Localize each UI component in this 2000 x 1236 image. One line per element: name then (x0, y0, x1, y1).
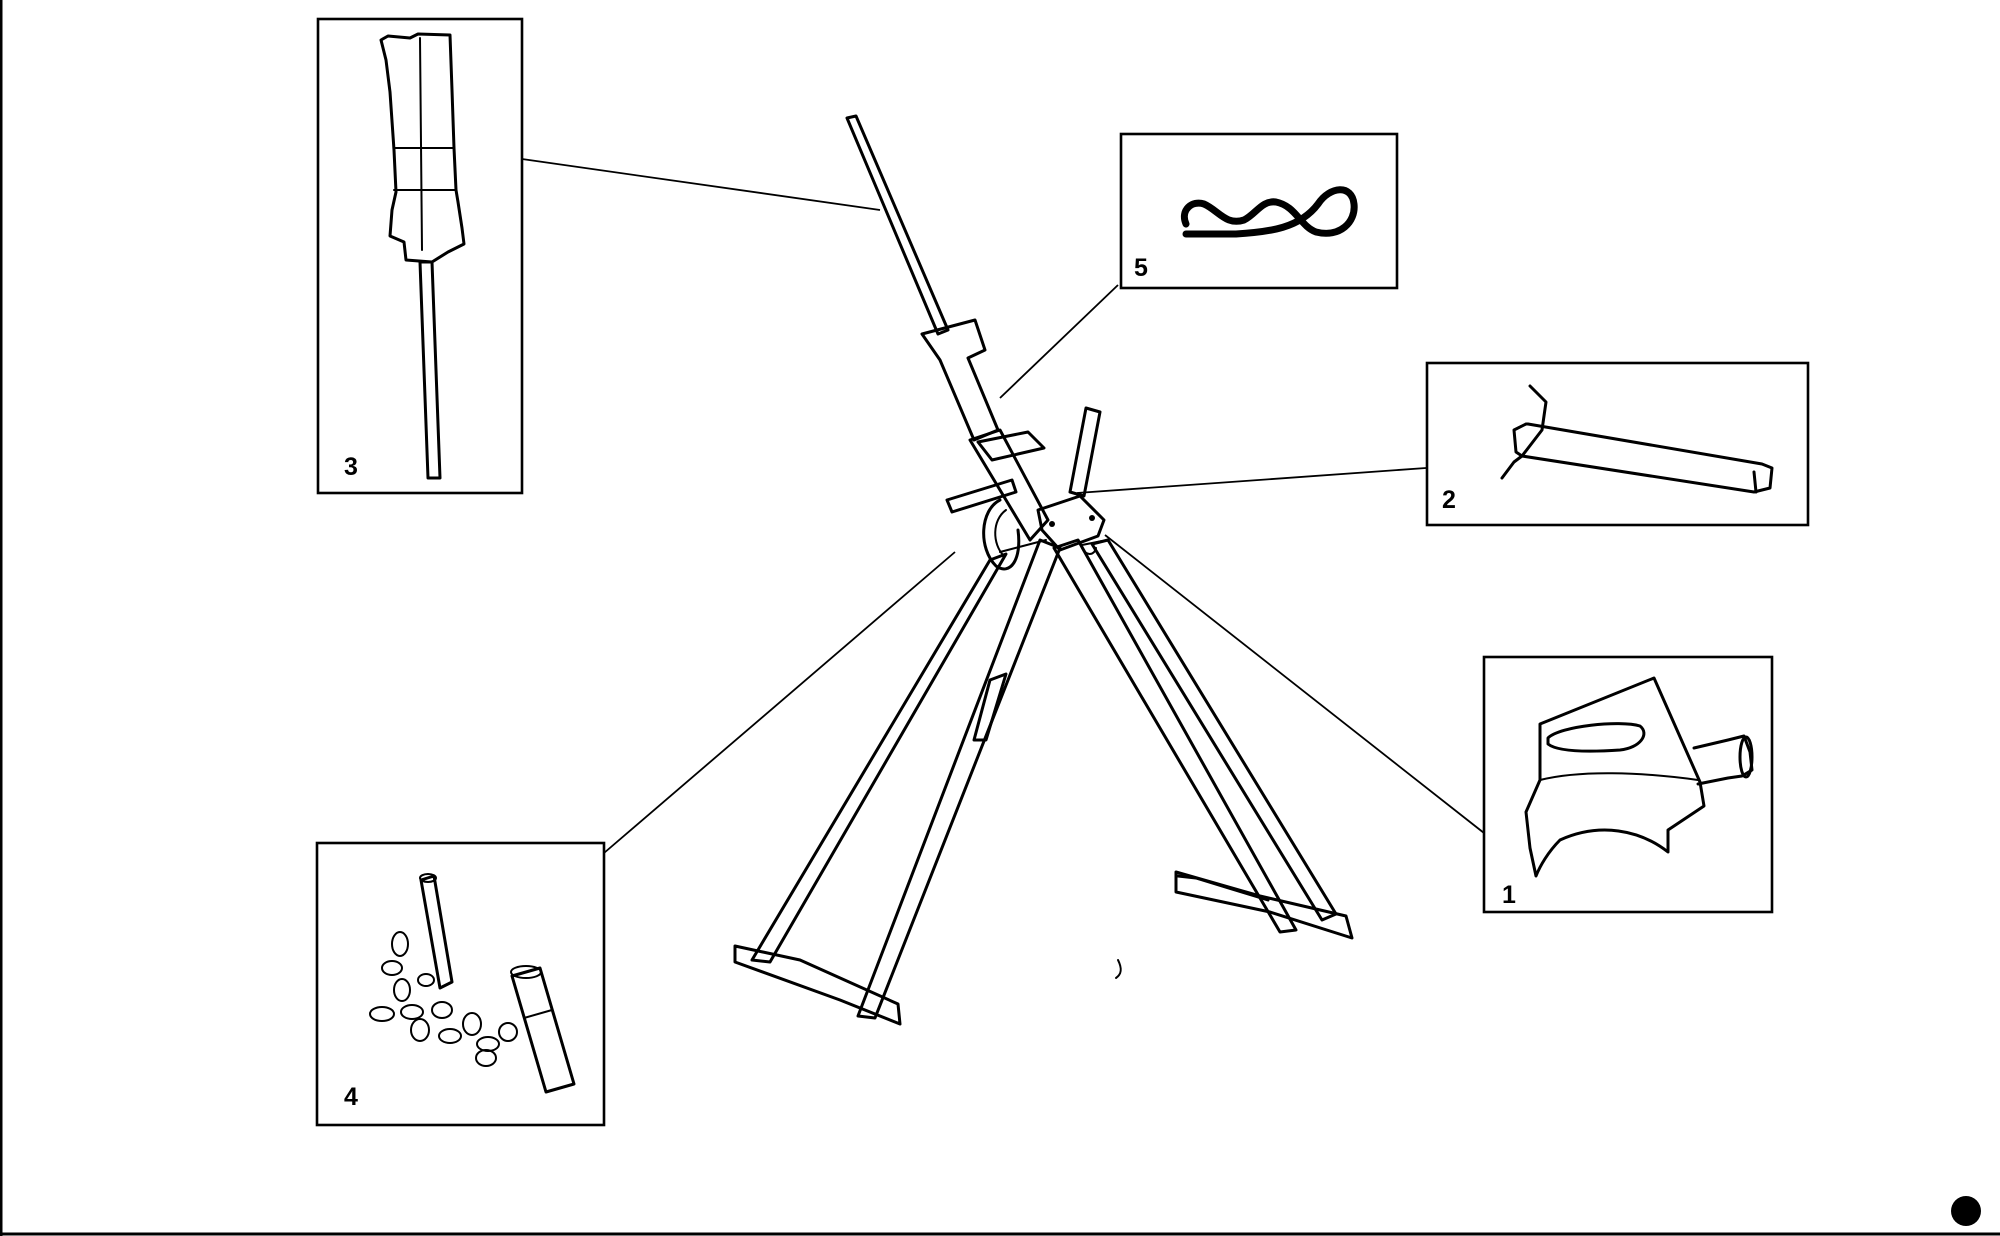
bracket-bolt (1089, 515, 1095, 521)
callout-box-4 (315, 841, 606, 1127)
cross-bar (945, 478, 1018, 514)
leader-lines (521, 158, 1485, 854)
rod-sleeve (379, 32, 466, 264)
r-clip-shape (1181, 186, 1358, 238)
long-pin-groove (523, 1009, 553, 1019)
leg-bracket (972, 672, 1008, 742)
part-number-1: 1 (1502, 881, 1516, 909)
chain-links (369, 931, 518, 1067)
rod-collar (920, 318, 1000, 442)
callout-box-1 (1482, 655, 1774, 914)
part-number-5: 5 (1134, 254, 1148, 282)
pin-bent-handle (1500, 384, 1548, 480)
leader-part-5 (999, 284, 1119, 399)
leader-part-1 (1104, 534, 1485, 834)
upright-post (1068, 406, 1102, 498)
bracket-bolt (1049, 521, 1055, 527)
callout-part-1: 1 (1482, 655, 1774, 914)
leader-part-3 (521, 158, 881, 211)
long-pin (510, 966, 576, 1094)
callout-part-4: 4 (315, 841, 606, 1127)
shank-end (1738, 735, 1754, 779)
saddle-slot (1546, 722, 1646, 753)
page-marker-dot (1951, 1196, 1981, 1226)
long-pin-end (510, 965, 542, 979)
extension-rod (845, 114, 950, 336)
chain-link (475, 1049, 497, 1067)
rod-shaft (418, 260, 442, 480)
hinge-wheel (982, 498, 1021, 571)
sleeve-seam (419, 37, 423, 251)
left-front-leg (750, 552, 1008, 964)
hinge-wheel-inner (994, 509, 1007, 557)
short-pin-end (419, 873, 437, 883)
chain-link (393, 978, 411, 1002)
chain-link (498, 1022, 518, 1042)
callout-part-5: 5 (1119, 132, 1399, 290)
stray-mark (1115, 959, 1122, 979)
chain-link (410, 1018, 430, 1042)
pin-body (1512, 422, 1774, 494)
callout-part-3: 3 (316, 17, 524, 495)
assembled-stand-illustration (733, 114, 1354, 1026)
short-pin (419, 874, 454, 990)
retaining-clip (1081, 547, 1097, 555)
head-bracket (1036, 494, 1106, 552)
leader-part-2 (1076, 467, 1427, 494)
chain-link (431, 1001, 453, 1019)
saddle-edge (1539, 772, 1699, 781)
leg-joint (1081, 540, 1103, 546)
part-number-2: 2 (1442, 486, 1456, 514)
leg-joint (999, 539, 1047, 553)
pin-tip-edge (1752, 470, 1758, 494)
chain-link (391, 931, 409, 957)
chain-link (381, 960, 403, 976)
foot-rail (1176, 874, 1270, 902)
chain-link (438, 1028, 462, 1044)
chain-link (400, 1004, 424, 1020)
central-column (968, 428, 1050, 542)
leader-part-4 (603, 551, 956, 854)
callout-box-2 (1425, 361, 1810, 527)
part-number-3: 3 (344, 453, 358, 481)
chain-link (369, 1006, 395, 1022)
left-foot (733, 944, 902, 1026)
part-number-4: 4 (344, 1083, 358, 1111)
saddle-body (1524, 676, 1706, 878)
clamp-plate (976, 430, 1046, 462)
right-front-leg (1052, 538, 1298, 934)
right-rear-leg (1090, 538, 1338, 922)
chain-link (462, 1012, 482, 1036)
left-rear-leg (856, 538, 1062, 1020)
callout-part-2: 2 (1425, 361, 1810, 527)
chain-link (417, 973, 435, 987)
